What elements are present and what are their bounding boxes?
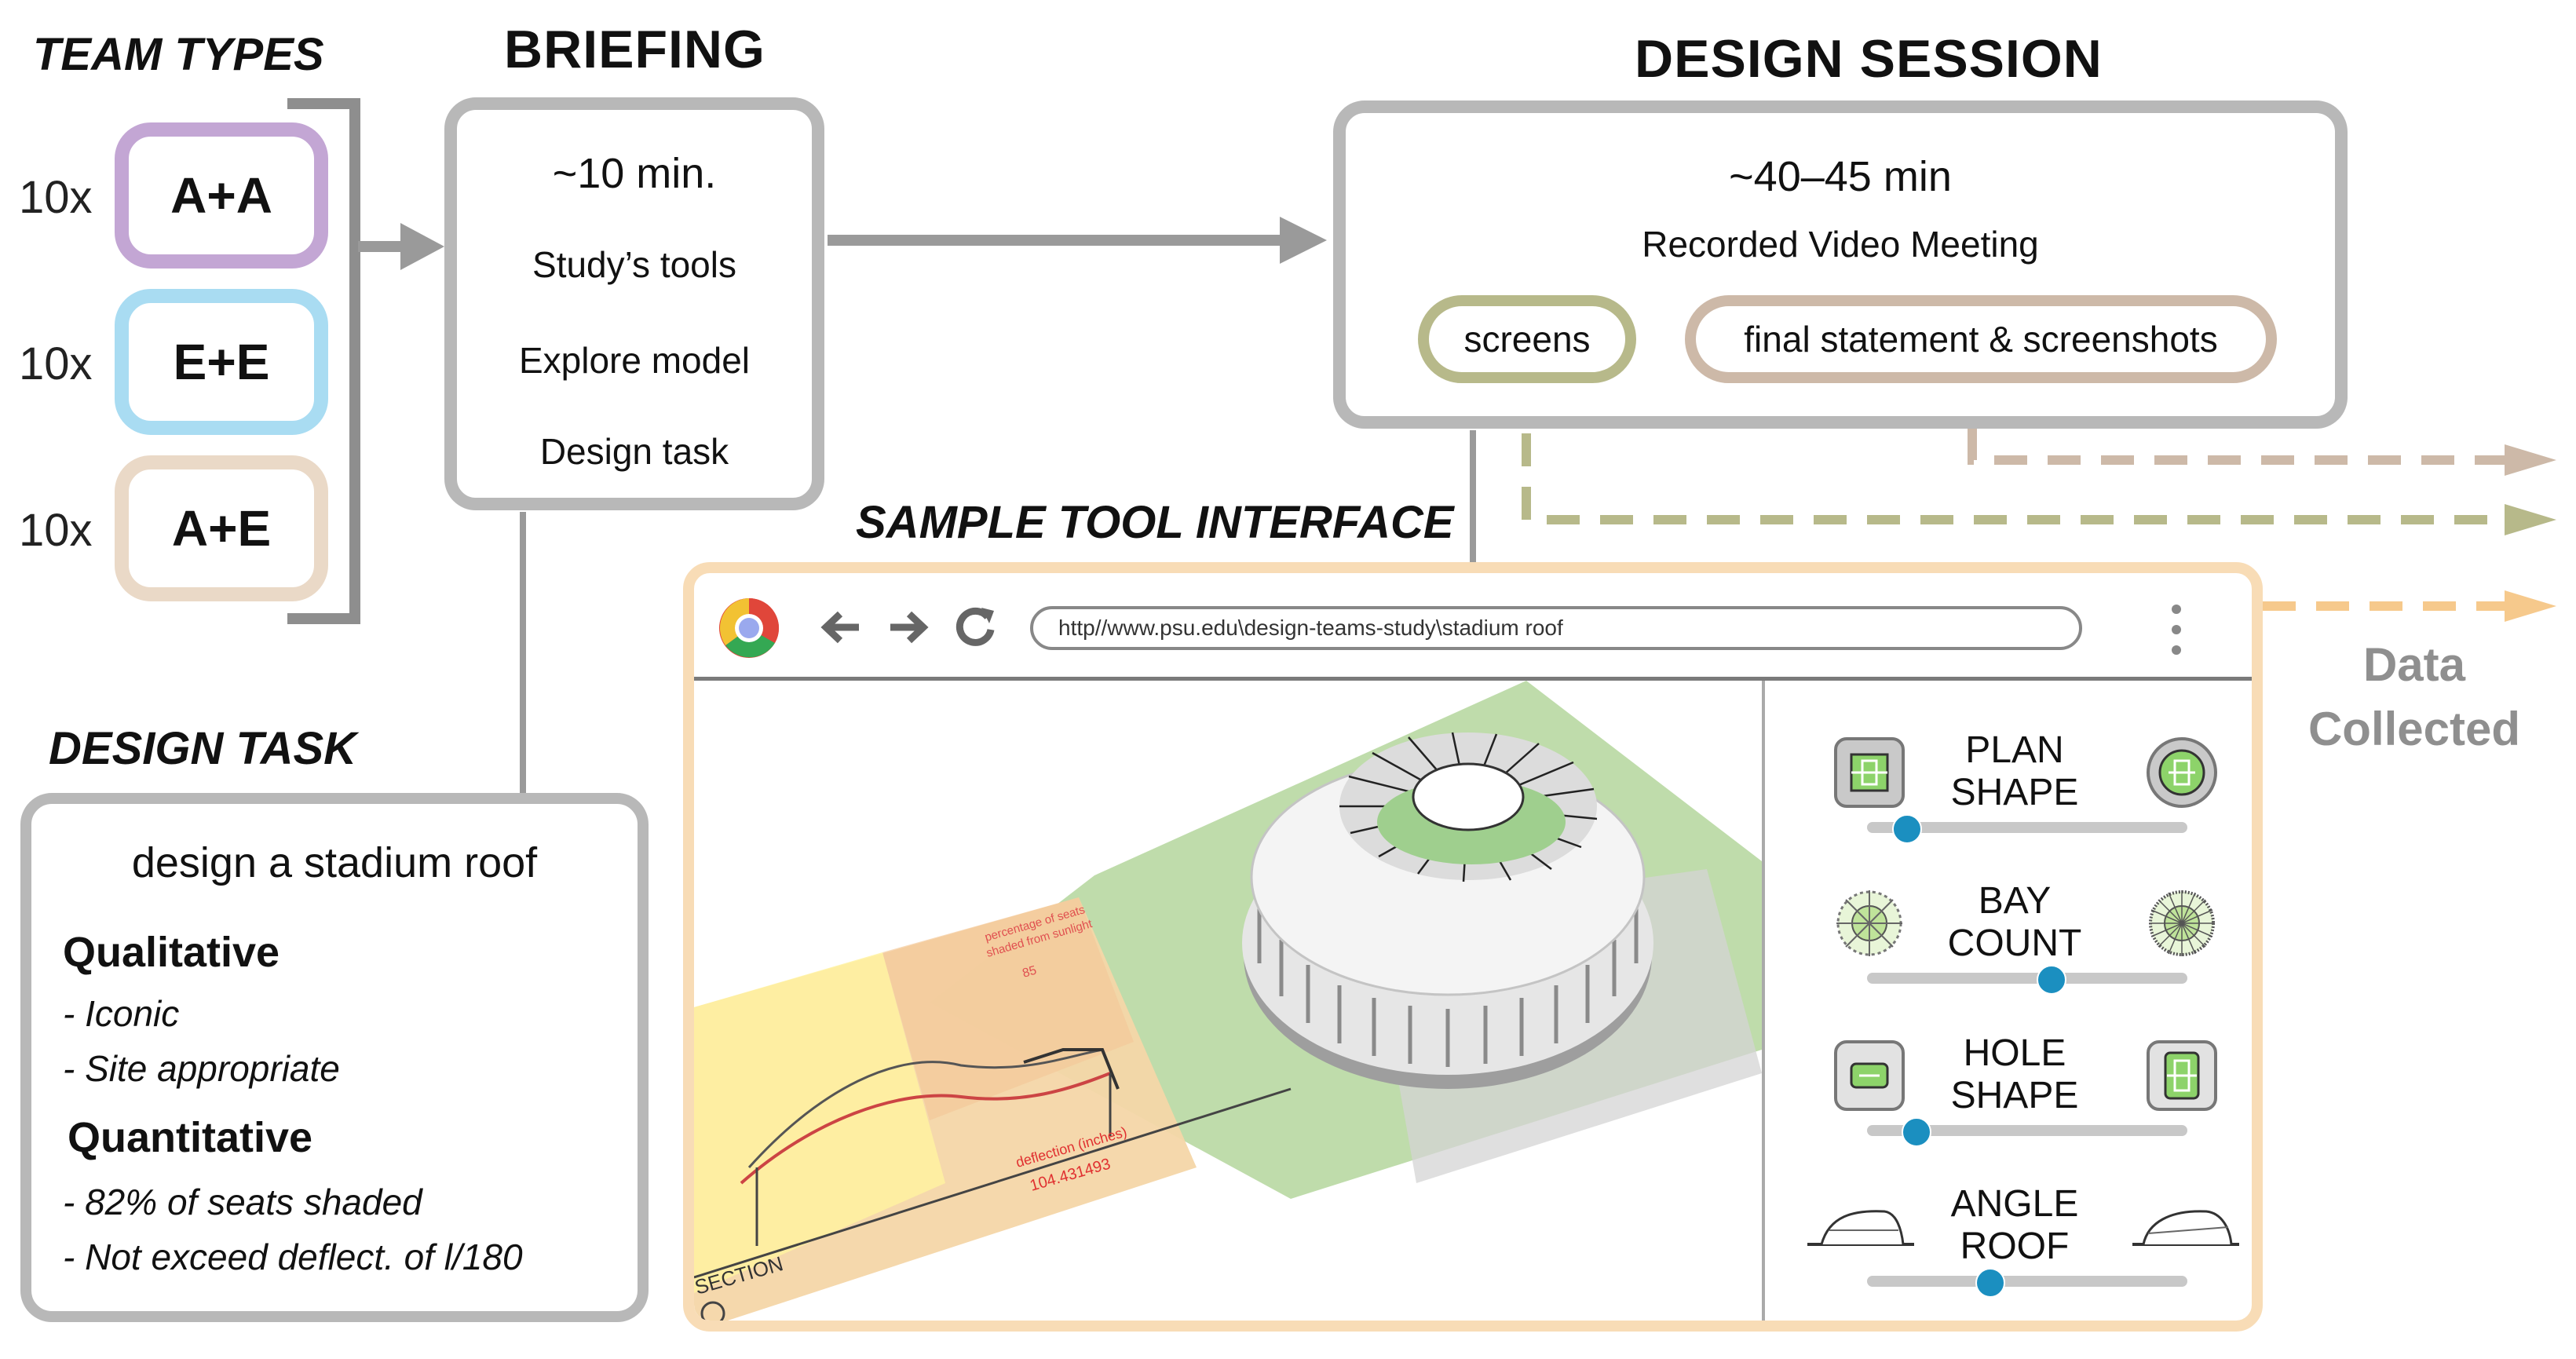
control-label-line: HOLE — [1963, 1032, 2066, 1074]
chrome-logo-icon — [719, 597, 780, 658]
control-label-line: PLAN — [1965, 729, 2064, 771]
angle-roof-slider-knob[interactable] — [1975, 1268, 2006, 1298]
sample-tool-heading: SAMPLE TOOL INTERFACE — [856, 497, 1454, 548]
control-label-line: COUNT — [1947, 922, 2082, 964]
qualitative-item: - Iconic — [63, 993, 180, 1034]
data-collected-label: Data Collected — [2293, 633, 2536, 762]
team-label: E+E — [173, 334, 270, 390]
design-task-heading: DESIGN TASK — [49, 723, 357, 774]
control-label-line: ANGLE — [1950, 1183, 2079, 1225]
stadium-columns — [1257, 908, 1639, 1067]
model-viewport[interactable]: percentage of seats shaded from sunlight… — [694, 681, 1762, 1332]
angle-roof-slider[interactable] — [1867, 1276, 2187, 1287]
plan-shape-round-icon[interactable] — [2145, 736, 2219, 809]
screens-pill: screens — [1418, 295, 1636, 383]
bay-count-slider[interactable] — [1867, 973, 2187, 984]
quantitative-item: - 82% of seats shaded — [63, 1182, 422, 1222]
team-box-aa: A+A — [115, 122, 328, 269]
browser-window: http//www.psu.edu\design-teams-study\sta… — [683, 562, 2263, 1332]
team-box-ee: E+E — [115, 289, 328, 435]
final-statement-pill: final statement & screenshots — [1685, 295, 2277, 383]
dashed-screens — [1522, 380, 2512, 524]
plan-shape-square-icon[interactable] — [1832, 736, 1906, 809]
plan-shape-slider-knob[interactable] — [1891, 814, 1922, 844]
back-arrow-icon[interactable] — [820, 608, 864, 647]
bay-count-low-icon[interactable] — [1832, 886, 1906, 960]
control-label: HOLE SHAPE — [1897, 1032, 2132, 1117]
hole-shape-slider-knob[interactable] — [1902, 1117, 1932, 1147]
control-label-line: BAY — [1978, 880, 2052, 922]
angle-roof-steep-icon[interactable] — [2131, 1199, 2241, 1254]
team-types-heading: TEAM TYPES — [33, 29, 324, 80]
qualitative-label: Qualitative — [63, 929, 280, 976]
team-box-ae: A+E — [115, 455, 328, 601]
team-multiplier: 10x — [19, 172, 93, 223]
qualitative-item: - Site appropriate — [63, 1048, 340, 1089]
data-collected-line: Data — [2362, 638, 2466, 691]
control-panel: PLAN SHAPE BAY COUNT — [1765, 681, 2252, 1321]
quantitative-item: - Not exceed deflect. of l/180 — [63, 1237, 523, 1277]
design-session-heading: DESIGN SESSION — [1635, 29, 2103, 89]
control-label: PLAN SHAPE — [1897, 729, 2132, 814]
roof-oculus — [1412, 762, 1525, 831]
team-label: A+A — [170, 167, 272, 224]
design-task-box: design a stadium roof Qualitative - Icon… — [20, 793, 649, 1322]
team-multiplier: 10x — [19, 505, 93, 556]
hole-shape-wide-icon[interactable] — [1832, 1039, 1906, 1112]
shade-value: 85 — [1021, 964, 1038, 981]
bay-count-high-icon[interactable] — [2145, 886, 2219, 960]
panel-divider — [1762, 681, 1765, 1321]
team-bracket — [287, 98, 360, 624]
team-multiplier: 10x — [19, 338, 93, 389]
control-label-line: SHAPE — [1950, 1075, 2079, 1116]
briefing-item: Study’s tools — [532, 244, 736, 285]
url-text: http//www.psu.edu\design-teams-study\sta… — [1058, 616, 1563, 640]
hole-shape-slider[interactable] — [1867, 1125, 2187, 1136]
briefing-heading: BRIEFING — [504, 20, 765, 79]
hole-shape-tall-icon[interactable] — [2145, 1039, 2219, 1112]
toolbar-divider — [694, 677, 2252, 681]
angle-roof-flat-icon[interactable] — [1806, 1199, 1916, 1254]
bay-count-slider-knob[interactable] — [2036, 965, 2066, 995]
browser-toolbar: http//www.psu.edu\design-teams-study\sta… — [694, 573, 2252, 681]
briefing-duration: ~10 min. — [552, 150, 717, 197]
briefing-item: Design task — [539, 431, 729, 472]
session-subtitle: Recorded Video Meeting — [1642, 224, 2039, 265]
briefing-box: ~10 min. Study’s tools Explore model Des… — [444, 97, 824, 510]
team-label: A+E — [171, 500, 272, 557]
quantitative-label: Quantitative — [68, 1114, 313, 1161]
control-label: ANGLE ROOF — [1897, 1183, 2132, 1268]
design-task-title: design a stadium roof — [131, 839, 538, 886]
control-label-line: ROOF — [1960, 1226, 2070, 1267]
control-label: BAY COUNT — [1897, 880, 2132, 965]
briefing-item: Explore model — [518, 340, 751, 381]
data-collected-line: Collected — [2307, 703, 2521, 755]
forward-arrow-icon[interactable] — [886, 608, 930, 647]
session-duration: ~40–45 min — [1729, 153, 1952, 200]
control-label-line: SHAPE — [1950, 772, 2079, 813]
plan-shape-slider[interactable] — [1867, 822, 2187, 833]
reload-icon[interactable] — [953, 605, 997, 650]
url-bar[interactable]: http//www.psu.edu\design-teams-study\sta… — [1030, 606, 2082, 650]
design-session-box: ~40–45 min Recorded Video Meeting screen… — [1333, 100, 2348, 429]
kebab-menu-icon[interactable] — [2167, 601, 2186, 658]
